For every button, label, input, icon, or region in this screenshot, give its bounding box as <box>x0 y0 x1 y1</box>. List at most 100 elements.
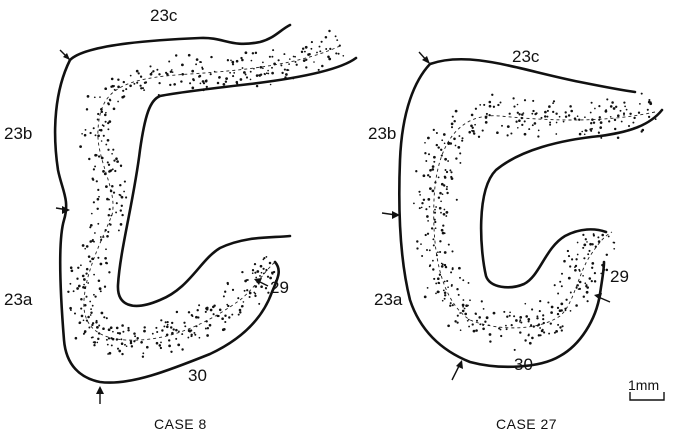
neuron-dot <box>270 84 272 86</box>
neuron-dot <box>84 330 87 333</box>
neuron-dot <box>94 232 96 234</box>
neuron-dot <box>427 174 429 176</box>
neuron-dot <box>105 112 107 114</box>
neuron-dot <box>441 183 444 186</box>
neuron-dot <box>169 84 171 86</box>
neuron-dot <box>242 67 244 69</box>
neuron-dot <box>475 329 478 332</box>
neuron-dot <box>142 356 144 358</box>
neuron-dot <box>88 327 90 329</box>
neuron-dot <box>107 344 109 346</box>
neuron-dot <box>425 160 427 162</box>
neuron-dot <box>587 253 589 255</box>
neuron-dot <box>424 142 426 144</box>
neuron-dot <box>92 179 94 181</box>
neuron-dot <box>236 60 239 63</box>
neuron-dot <box>509 315 511 317</box>
neuron-dot <box>547 110 549 112</box>
neuron-dot <box>534 122 537 125</box>
neuron-dot <box>505 325 507 327</box>
neuron-dot <box>435 293 437 295</box>
neuron-dot <box>440 200 442 202</box>
neuron-dot <box>451 250 453 252</box>
neuron-dot <box>427 233 429 235</box>
neuron-dot <box>108 164 110 166</box>
neuron-dot <box>483 104 485 106</box>
neuron-dot <box>431 227 433 229</box>
neuron-dot <box>584 282 586 284</box>
neuron-dot <box>603 269 605 271</box>
neuron-dot <box>624 106 626 108</box>
neuron-dot <box>292 77 294 79</box>
neuron-dot <box>85 296 87 298</box>
neuron-dot <box>138 72 140 74</box>
case-8-neuron-dots <box>67 30 344 358</box>
neuron-dot <box>97 257 99 259</box>
neuron-dot <box>225 77 228 80</box>
neuron-dot <box>93 274 95 276</box>
neuron-dot <box>537 325 539 327</box>
neuron-dot <box>457 315 459 317</box>
neuron-dot <box>224 291 226 293</box>
neuron-dot <box>503 311 505 313</box>
neuron-dot <box>173 328 175 330</box>
neuron-dot <box>647 109 649 111</box>
neuron-dot <box>542 318 544 320</box>
case-8-label-23b: 23b <box>4 124 32 143</box>
neuron-dot <box>83 284 85 286</box>
neuron-dot <box>442 193 444 195</box>
neuron-dot <box>194 334 196 336</box>
neuron-dot <box>541 117 543 119</box>
neuron-dot <box>219 309 222 312</box>
neuron-dot <box>439 251 441 253</box>
neuron-dot <box>493 106 495 108</box>
neuron-dot <box>271 271 274 274</box>
neuron-dot <box>140 87 142 89</box>
neuron-dot <box>531 113 533 115</box>
neuron-dot <box>236 81 239 84</box>
neuron-dot <box>295 61 297 63</box>
neuron-dot <box>474 124 476 126</box>
neuron-dot <box>600 273 602 275</box>
neuron-dot <box>218 76 221 79</box>
neuron-dot <box>533 325 535 327</box>
neuron-dot <box>190 335 192 337</box>
neuron-dot <box>187 337 189 339</box>
neuron-dot <box>93 294 95 296</box>
neuron-dot <box>441 265 444 268</box>
neuron-dot <box>264 73 266 75</box>
neuron-dot <box>591 118 594 121</box>
neuron-dot <box>449 169 451 171</box>
neuron-dot <box>92 305 94 307</box>
neuron-dot <box>550 322 552 324</box>
neuron-dot <box>579 281 582 284</box>
neuron-dot <box>120 223 123 226</box>
neuron-dot <box>118 350 121 353</box>
neuron-dot <box>497 104 499 106</box>
neuron-dot <box>184 325 186 327</box>
case-27-section: 23c 23b 23a 29 30 CASE 27 <box>368 47 662 432</box>
neuron-dot <box>229 72 231 74</box>
neuron-dot <box>608 120 610 122</box>
neuron-dot <box>244 290 246 292</box>
neuron-dot <box>78 285 81 288</box>
neuron-dot <box>582 275 584 277</box>
neuron-dot <box>488 324 490 326</box>
neuron-dot <box>193 332 195 334</box>
neuron-dot <box>198 75 200 77</box>
neuron-dot <box>594 280 596 282</box>
neuron-dot <box>568 277 571 280</box>
neuron-dot <box>163 325 165 327</box>
neuron-dot <box>589 277 592 280</box>
neuron-dot <box>563 260 566 263</box>
neuron-dot <box>339 45 341 47</box>
neuron-dot <box>156 69 158 71</box>
neuron-dot <box>531 337 534 340</box>
neuron-dot <box>513 106 515 108</box>
neuron-dot <box>563 121 565 123</box>
neuron-dot <box>435 227 437 229</box>
neuron-dot <box>112 331 114 333</box>
neuron-dot <box>105 248 107 250</box>
neuron-dot <box>263 268 265 270</box>
neuron-dot <box>170 326 172 328</box>
